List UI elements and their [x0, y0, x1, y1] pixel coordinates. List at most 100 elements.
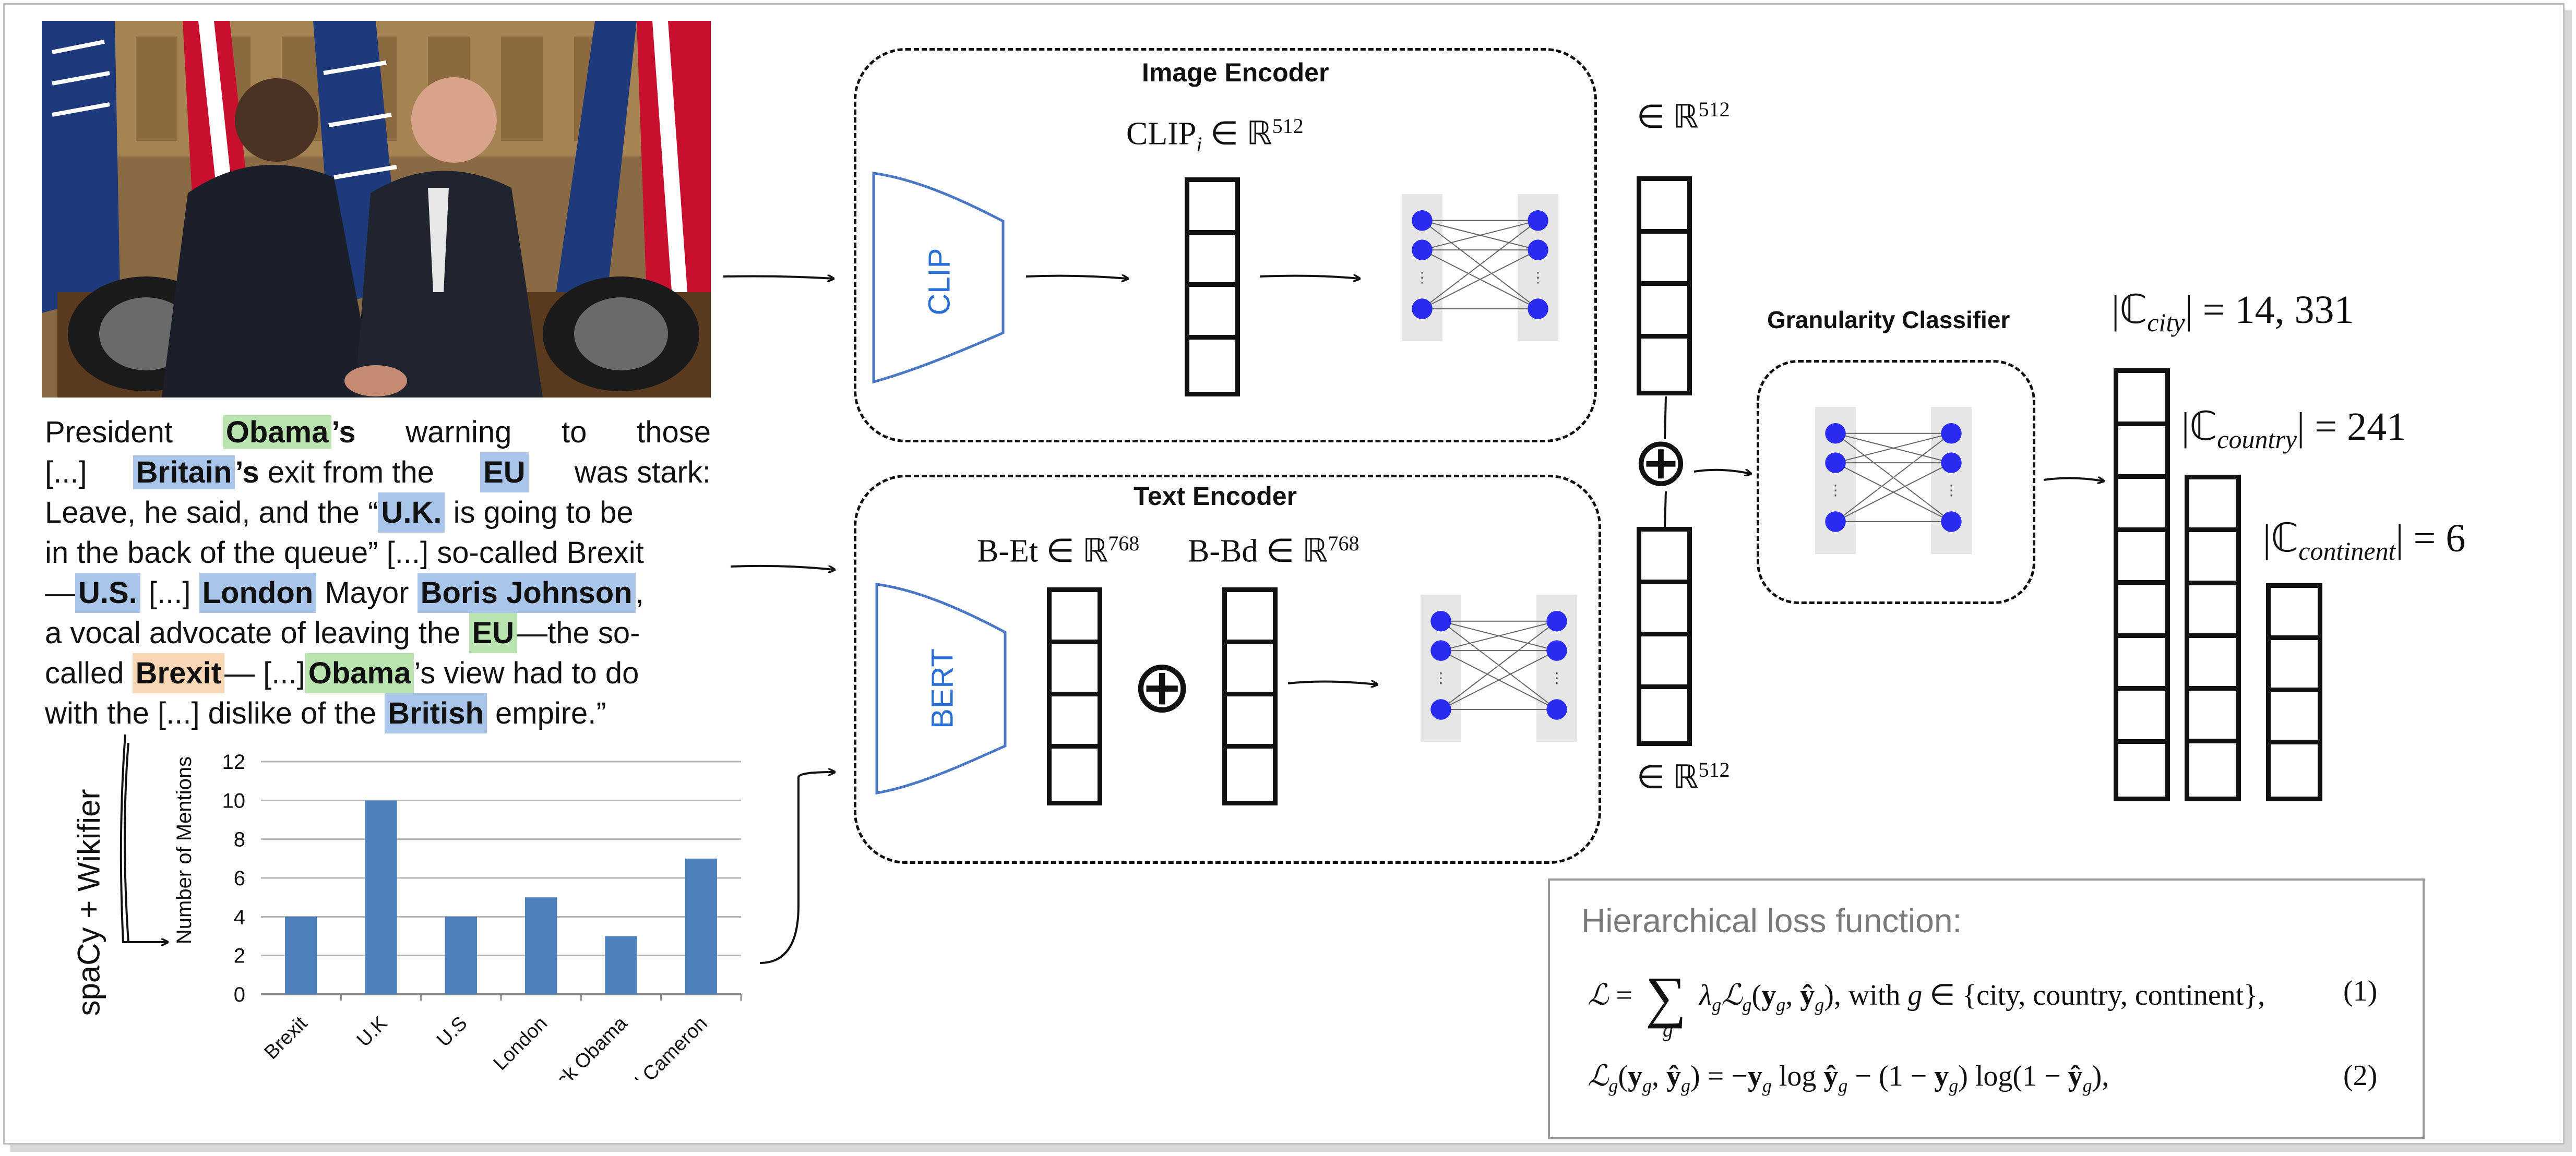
article-line: [...] Britain’s exit from the EU was sta…	[45, 452, 711, 492]
entity-highlight: U.K.	[378, 492, 445, 533]
photo-to-image-encoder-arrow	[723, 276, 833, 279]
chart-bar	[285, 917, 317, 994]
chart-y-tick-label: 10	[222, 789, 246, 812]
mlp-ellipsis: ⋮	[1828, 481, 1843, 499]
mlp-node	[1412, 210, 1433, 231]
mlp-node	[1430, 640, 1451, 661]
chart-to-text-encoder-arrow	[759, 772, 834, 964]
news-article-text: President Obama’s warning to those [...]…	[45, 412, 711, 733]
article-word: those	[637, 415, 711, 449]
text-feature-dim-text: ∈ ℝ	[1637, 760, 1699, 796]
classifier-mlp: ⋮⋮	[1815, 407, 1972, 554]
entity-highlight: Obama	[305, 653, 414, 693]
mlp-connection	[1440, 620, 1557, 710]
bert-et-label: B-Et ∈ ℝ768	[977, 531, 1139, 570]
article-word: was stark:	[574, 455, 711, 489]
mlp-node	[1546, 611, 1567, 632]
article-line: with the [...] dislike of the British em…	[45, 693, 711, 733]
mlp-node	[1528, 210, 1548, 231]
continent-label-subscript: continent	[2298, 536, 2396, 566]
article-word: [...]	[45, 455, 87, 489]
embedding-to-mlp-arrow	[1259, 276, 1359, 279]
mlp-node	[1825, 452, 1846, 473]
text-feature-vector	[1637, 527, 1692, 746]
mlp-connection	[1835, 462, 1952, 522]
article-line: President Obama’s warning to those	[45, 412, 711, 452]
article-text: [...]	[140, 576, 199, 610]
mlp-node	[1825, 511, 1846, 532]
loss-eq2-number: (2)	[2343, 1059, 2378, 1092]
fusion-concat-symbol: ⊕	[1632, 425, 1689, 500]
article-text: with the [...] dislike of the	[45, 696, 385, 730]
country-label-prefix: |ℂ	[2181, 405, 2217, 449]
text-to-chart-stroke	[124, 742, 129, 943]
article-text: called	[45, 656, 133, 690]
text-to-chart-arrow	[120, 734, 167, 942]
mlp-connection	[1422, 220, 1539, 309]
article-word: President	[45, 415, 173, 449]
entity-highlight: British	[385, 693, 487, 733]
continent-label-prefix: |ℂ	[2263, 516, 2299, 560]
photo-illustration	[42, 21, 711, 398]
loss-equation-1: ℒ = ∑ g λgℒg(yg, ŷg), with g ∈ {city, co…	[1588, 965, 2265, 1041]
entity-highlight: Boris Johnson	[417, 573, 636, 613]
city-classes-label: |ℂcity| = 14, 331	[2112, 286, 2354, 338]
text-encoder-box	[854, 475, 1601, 864]
entity-highlight: Britain	[133, 455, 235, 489]
mlp-node	[1430, 699, 1451, 720]
top-vector-to-concat-line	[1664, 396, 1667, 440]
chart-bar	[605, 936, 637, 994]
loss-eq1-number: (1)	[2343, 975, 2378, 1007]
bert-et-text: B-Et ∈ ℝ	[977, 533, 1108, 569]
article-word: warning	[406, 415, 512, 449]
continent-output-vector	[2266, 583, 2322, 801]
loss-function-box: Hierarchical loss function: ℒ = ∑ g λgℒg…	[1548, 878, 2425, 1139]
bottom-vector-to-concat-line	[1664, 491, 1667, 527]
press-conference-photo	[42, 21, 711, 398]
clip-embedding-subscript: i	[1196, 133, 1202, 156]
mlp-node	[1412, 239, 1433, 260]
continent-classes-label: |ℂcontinent| = 6	[2263, 514, 2465, 566]
chart-y-tick-label: 12	[222, 751, 246, 774]
country-label-subscript: country	[2217, 425, 2297, 454]
image-feature-dim-label: ∈ ℝ512	[1637, 97, 1730, 136]
entity-highlight: Brexit	[132, 653, 225, 693]
bert-et-vector	[1047, 587, 1102, 805]
text-feature-dim-exponent: 512	[1698, 758, 1730, 781]
bert-bd-label: B-Bd ∈ ℝ768	[1188, 531, 1359, 570]
mlp-ellipsis: ⋮	[1415, 269, 1429, 286]
concat-to-mlp-arrow	[1287, 681, 1377, 684]
chart-y-tick-label: 6	[234, 867, 245, 890]
article-text: Leave, he said, and the “	[45, 496, 378, 529]
mlp-node	[1941, 452, 1962, 473]
bert-et-exponent: 768	[1108, 532, 1140, 555]
article-text: ,	[635, 576, 644, 610]
article-word: to	[562, 415, 587, 449]
clip-embedding-exponent: 512	[1272, 114, 1304, 138]
mlp-connection	[1835, 432, 1952, 522]
bert-bd-text: B-Bd ∈ ℝ	[1188, 533, 1328, 569]
mlp-network-icon: ⋮⋮	[1421, 595, 1577, 742]
article-text: — [...]	[224, 656, 305, 690]
mlp-ellipsis: ⋮	[1944, 481, 1959, 499]
entity-highlight: London	[199, 573, 317, 613]
mlp-connection	[1440, 650, 1557, 710]
mlp-node	[1528, 239, 1548, 260]
article-text: in the back of the queue” [...] so-calle…	[45, 536, 644, 570]
article-word: ’s	[331, 415, 356, 449]
granularity-classifier-box	[1757, 360, 2035, 604]
article-text: —the so-	[517, 616, 640, 650]
clip-encoder-shape	[872, 172, 1005, 384]
clip-embedding-text: CLIP	[1126, 116, 1197, 152]
bert-bd-exponent: 768	[1328, 532, 1359, 555]
chart-bars	[285, 800, 717, 994]
mlp-connection	[1440, 620, 1557, 652]
mlp-node	[1825, 423, 1846, 444]
clip-embedding-space: ∈ ℝ	[1210, 116, 1272, 152]
chart-y-tick-label: 0	[234, 983, 245, 1006]
article-text: is going to be	[445, 496, 634, 529]
mlp-connection	[1422, 249, 1539, 309]
mlp-node	[1528, 298, 1548, 319]
